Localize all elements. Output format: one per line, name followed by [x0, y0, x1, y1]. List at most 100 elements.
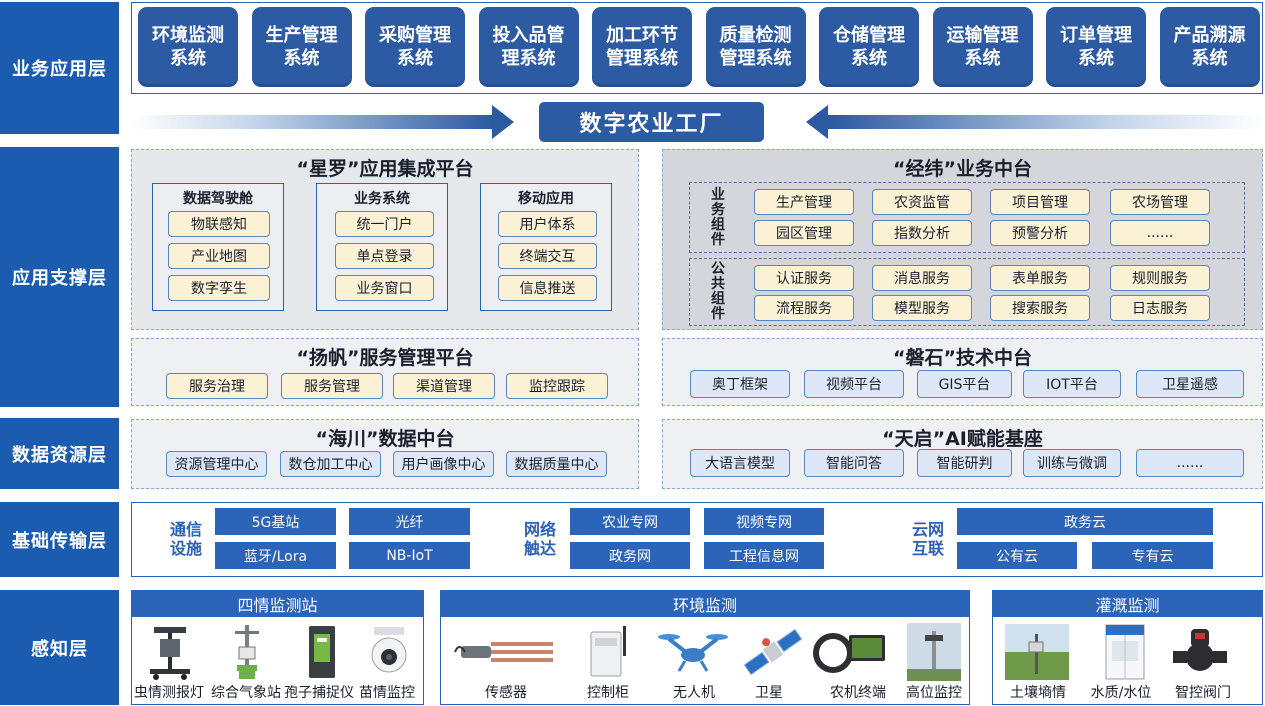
jingwei-common-rule[interactable]: 规则服务 [1110, 265, 1210, 291]
business-components-label: 业务组件 [708, 188, 728, 248]
jingwei-biz-farm[interactable]: 农场管理 [1110, 189, 1210, 215]
jingwei-biz-project[interactable]: 项目管理 [990, 189, 1090, 215]
yangfan-item-governance[interactable]: 服务治理 [166, 373, 268, 399]
tianqi-item-more[interactable]: ...... [1136, 449, 1244, 477]
jingwei-common-log[interactable]: 日志服务 [1110, 295, 1210, 321]
perception-irrigation-title: 灌溉监测 [992, 590, 1263, 617]
haichuan-item-resource[interactable]: 资源管理中心 [166, 451, 267, 477]
business-system-traceability[interactable]: 产品溯源 系统 [1159, 7, 1260, 87]
tianqi-item-qa[interactable]: 智能问答 [804, 449, 904, 477]
device-label-machine-terminal: 农机终端 [830, 685, 886, 701]
xingluo-item-digital-twin[interactable]: 数字孪生 [168, 275, 270, 301]
insect-lamp-icon [143, 622, 197, 682]
panshi-title: “磐石”技术中台 [893, 347, 1032, 369]
tianqi-item-analysis[interactable]: 智能研判 [917, 449, 1012, 477]
xingluo-item-terminal-interaction[interactable]: 终端交互 [498, 243, 597, 269]
device-label-insect-lamp: 虫情测报灯 [134, 685, 204, 701]
layer-label-data: 数据资源层 [0, 418, 119, 489]
business-system-procurement[interactable]: 采购管理 系统 [365, 7, 465, 87]
transport-item-agri-net[interactable]: 农业专网 [570, 508, 690, 535]
jingwei-common-model[interactable]: 模型服务 [872, 295, 972, 321]
crop-camera-icon [364, 622, 414, 682]
transport-item-5g[interactable]: 5G基站 [215, 508, 336, 535]
xingluo-item-sso[interactable]: 单点登录 [335, 243, 434, 269]
yangfan-item-service-mgmt[interactable]: 服务管理 [281, 373, 383, 399]
xingluo-item-industry-map[interactable]: 产业地图 [168, 243, 270, 269]
transport-network-text: 网络触达 [523, 520, 556, 558]
jingwei-biz-production[interactable]: 生产管理 [754, 189, 854, 215]
jingwei-common-form[interactable]: 表单服务 [990, 265, 1090, 291]
xingluo-item-user-system[interactable]: 用户体系 [498, 211, 597, 237]
layer-label-support: 应用支撑层 [0, 147, 119, 407]
satellite-icon [738, 622, 808, 682]
transport-item-video-net[interactable]: 视频专网 [704, 508, 824, 535]
panshi-item-iot[interactable]: IOT平台 [1023, 370, 1121, 398]
xingluo-item-push[interactable]: 信息推送 [498, 275, 597, 301]
business-system-orders[interactable]: 订单管理 系统 [1046, 7, 1146, 87]
jingwei-common-search[interactable]: 搜索服务 [990, 295, 1090, 321]
jingwei-biz-agri-supervision[interactable]: 农资监管 [872, 189, 972, 215]
xingluo-item-business-window[interactable]: 业务窗口 [335, 275, 434, 301]
transport-item-nbiot[interactable]: NB-IoT [349, 542, 470, 569]
business-system-quality[interactable]: 质量检测 管理系统 [705, 7, 806, 87]
tianqi-item-llm[interactable]: 大语言模型 [690, 449, 790, 477]
arrow-left-bar [131, 115, 493, 129]
jingwei-title: “经纬”业务中台 [893, 158, 1032, 180]
panshi-item-satellite[interactable]: 卫星遥感 [1136, 370, 1244, 398]
panshi-item-odin[interactable]: 奥丁框架 [690, 370, 790, 398]
layer-label-business: 业务应用层 [0, 2, 119, 134]
high-camera-icon [906, 622, 962, 682]
business-system-processing[interactable]: 加工环节 管理系统 [592, 7, 692, 87]
xingluo-item-iot-sensing[interactable]: 物联感知 [168, 211, 270, 237]
layer-label-transport: 基础传输层 [0, 502, 119, 577]
machine-terminal-icon [812, 622, 888, 682]
transport-cloud-label: 云网互联 [908, 520, 948, 558]
jingwei-common-flow[interactable]: 流程服务 [754, 295, 854, 321]
transport-item-eng-net[interactable]: 工程信息网 [704, 542, 824, 569]
business-system-warehouse[interactable]: 仓储管理 系统 [819, 7, 919, 87]
business-system-production[interactable]: 生产管理 系统 [251, 7, 352, 87]
device-label-water-quality: 水质/水位 [1090, 685, 1152, 701]
yangfan-title: “扬帆”服务管理平台 [296, 347, 474, 369]
yangfan-item-channel[interactable]: 渠道管理 [393, 373, 495, 399]
business-system-inputs[interactable]: 投入品管 理系统 [478, 7, 579, 87]
jingwei-biz-index[interactable]: 指数分析 [872, 220, 972, 246]
common-components-label: 公共组件 [708, 262, 728, 322]
transport-item-gov-cloud[interactable]: 政务云 [957, 508, 1213, 535]
haichuan-item-data-quality[interactable]: 数据质量中心 [506, 451, 607, 477]
tianqi-item-finetune[interactable]: 训练与微调 [1023, 449, 1121, 477]
haichuan-item-user-profile[interactable]: 用户画像中心 [393, 451, 494, 477]
jingwei-biz-warning[interactable]: 预警分析 [990, 220, 1090, 246]
transport-item-bluetooth[interactable]: 蓝牙/Lora [215, 542, 336, 569]
sensor-icon [450, 622, 560, 682]
control-cabinet-icon [585, 622, 633, 682]
smart-valve-icon [1172, 622, 1230, 682]
jingwei-biz-park[interactable]: 园区管理 [754, 220, 854, 246]
drone-icon [656, 622, 730, 682]
device-label-spore-catcher: 孢子捕捉仪 [284, 685, 354, 701]
device-label-satellite: 卫星 [755, 685, 783, 701]
group-title: 业务系统 [354, 191, 410, 207]
group-title: 移动应用 [518, 191, 574, 207]
device-label-weather-station: 综合气象站 [211, 685, 281, 701]
arrow-left-icon [806, 105, 828, 139]
jingwei-common-message[interactable]: 消息服务 [872, 265, 972, 291]
yangfan-item-monitoring[interactable]: 监控跟踪 [506, 373, 608, 399]
transport-item-fiber[interactable]: 光纤 [349, 508, 470, 535]
panshi-item-gis[interactable]: GIS平台 [917, 370, 1012, 398]
jingwei-common-auth[interactable]: 认证服务 [754, 265, 854, 291]
business-system-environment[interactable]: 环境监测 系统 [138, 7, 238, 87]
panshi-item-video[interactable]: 视频平台 [804, 370, 904, 398]
business-system-transport[interactable]: 运输管理 系统 [932, 7, 1033, 87]
xingluo-item-portal[interactable]: 统一门户 [335, 211, 434, 237]
transport-cloud-text: 云网互联 [911, 520, 944, 558]
jingwei-biz-more[interactable]: ...... [1110, 220, 1210, 246]
transport-item-private-cloud[interactable]: 专有云 [1092, 542, 1213, 569]
transport-item-gov-net[interactable]: 政务网 [570, 542, 690, 569]
device-label-soil-moisture: 土壤墒情 [1010, 685, 1066, 701]
digital-farm-factory[interactable]: 数字农业工厂 [539, 102, 764, 142]
device-label-sensor: 传感器 [485, 685, 527, 701]
transport-item-public-cloud[interactable]: 公有云 [957, 542, 1077, 569]
haichuan-item-warehouse[interactable]: 数仓加工中心 [280, 451, 381, 477]
common-components-frame [689, 258, 1245, 326]
